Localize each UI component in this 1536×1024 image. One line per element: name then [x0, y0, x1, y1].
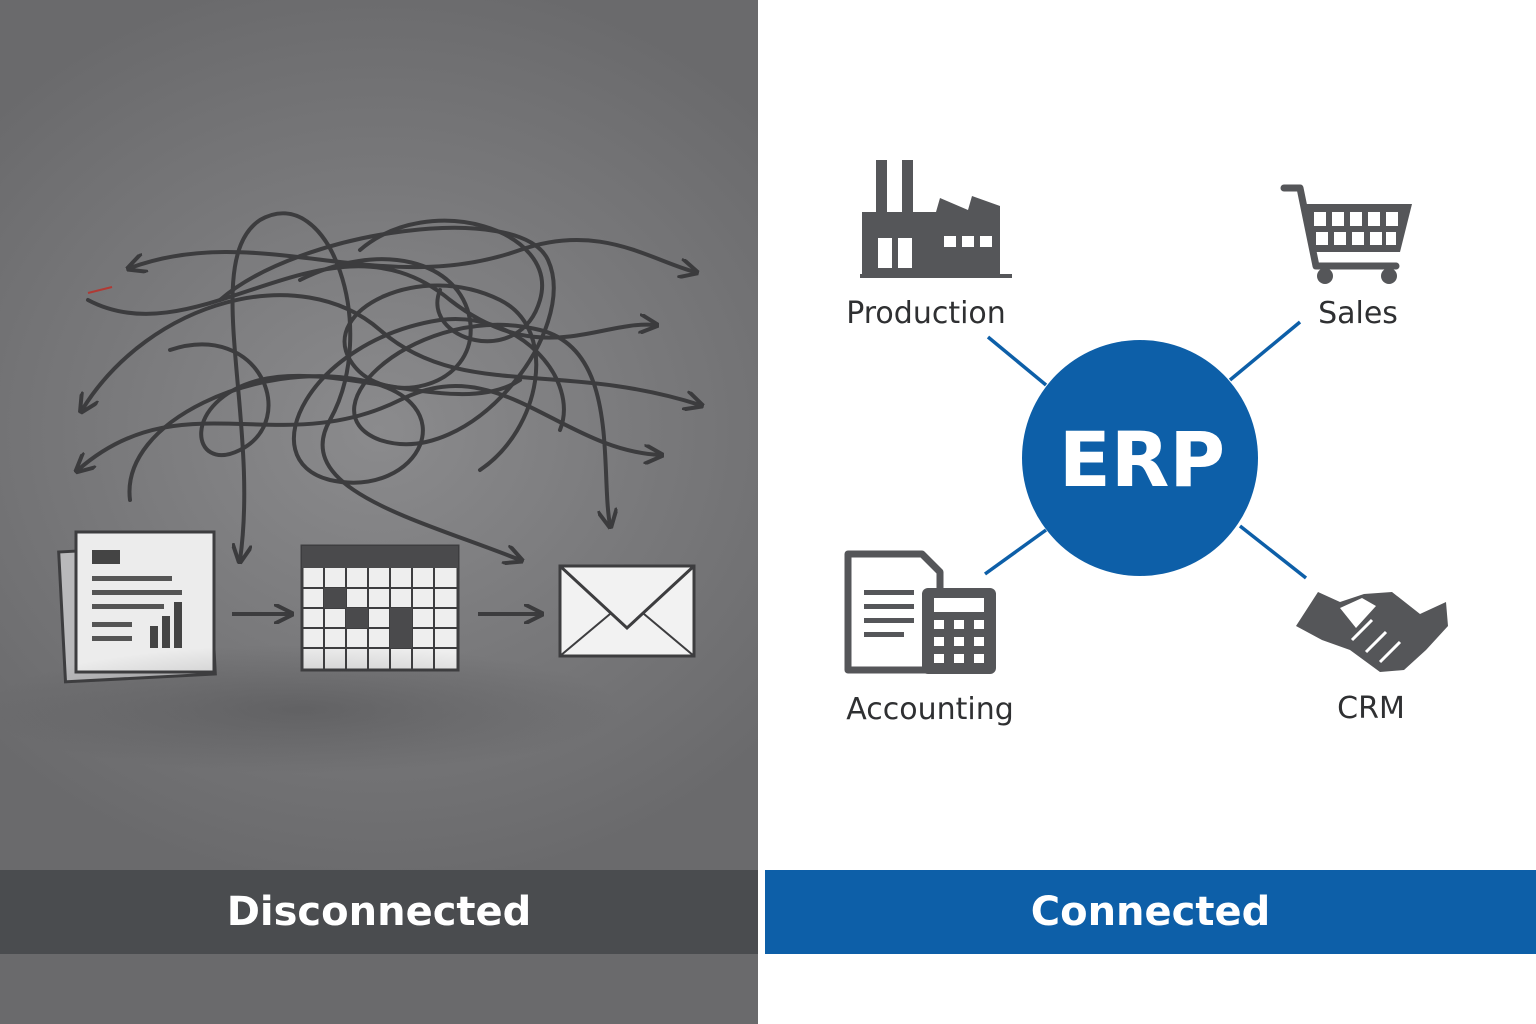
tangled-arrows: [78, 211, 700, 560]
disconnected-panel: [0, 0, 758, 1024]
connector-crm: [1238, 524, 1308, 580]
connector-sales: [1228, 320, 1302, 382]
shopping-cart-icon: [1280, 184, 1412, 284]
connector-production: [986, 335, 1048, 387]
crm-label: CRM: [1337, 691, 1405, 726]
connected-banner: Connected: [765, 870, 1536, 954]
erp-hub-circle: [1022, 340, 1258, 576]
red-arrow-tip: [87, 286, 113, 294]
production-label: Production: [846, 296, 1006, 331]
disconnected-banner: Disconnected: [0, 870, 758, 954]
handshake-icon: [1296, 592, 1448, 672]
erp-hub-diagram: ERP Production Sales: [844, 160, 1448, 727]
accounting-label: Accounting: [846, 692, 1014, 727]
hub-connectors: [983, 320, 1308, 580]
erp-hub-label: ERP: [1059, 415, 1225, 504]
factory-icon: [860, 160, 1012, 278]
document-calculator-icon: [844, 550, 996, 674]
sales-label: Sales: [1318, 296, 1398, 331]
connector-accounting: [983, 528, 1048, 576]
